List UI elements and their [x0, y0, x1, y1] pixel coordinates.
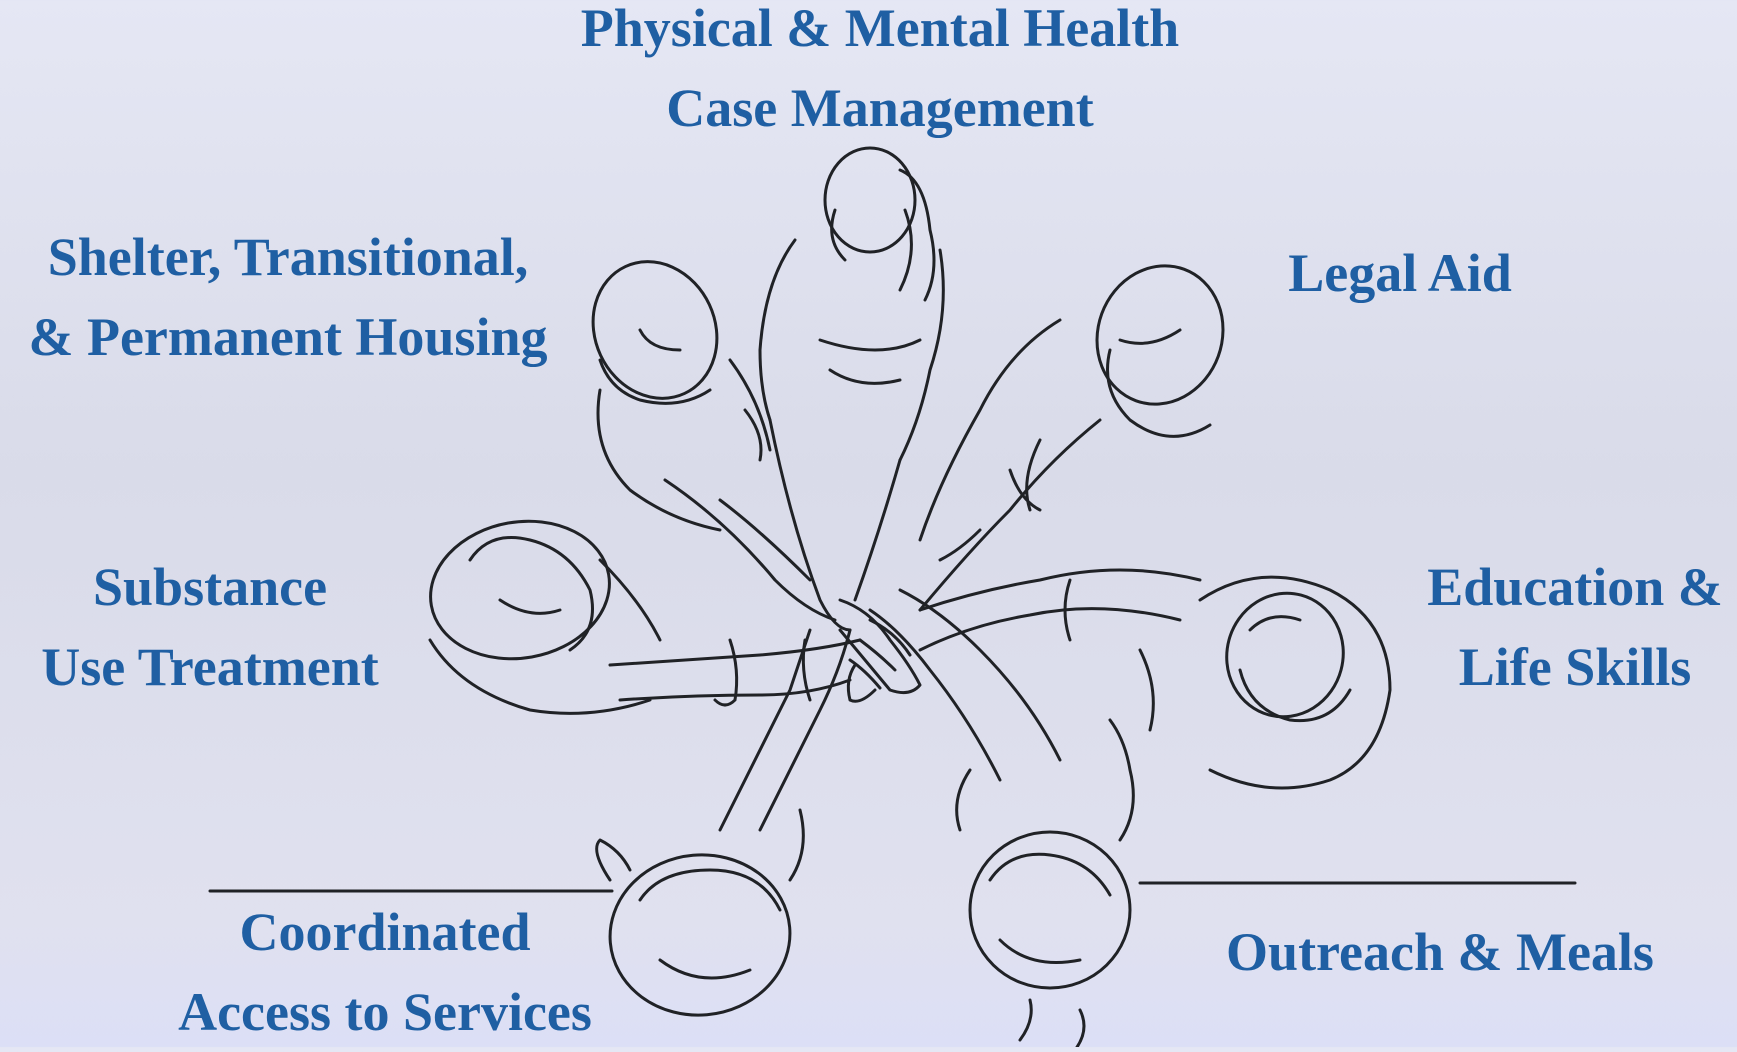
figure-bottom-left [597, 630, 850, 1023]
label-right-line-2: Life Skills [1410, 627, 1737, 707]
joined-hands [840, 600, 920, 701]
label-right-line-1: Education & [1410, 547, 1737, 627]
label-top-left-line-2: & Permanent Housing [8, 297, 568, 377]
label-top-right-line-1: Legal Aid [1230, 233, 1570, 313]
label-education-life-skills: Education & Life Skills [1410, 547, 1737, 707]
label-left-line-2: Use Treatment [10, 627, 410, 707]
figure-top-left [571, 241, 835, 620]
label-housing: Shelter, Transitional, & Permanent Housi… [8, 217, 568, 377]
label-bottom-right-line-1: Outreach & Meals [1200, 912, 1680, 992]
label-left-line-1: Substance [10, 547, 410, 627]
figure-right [920, 570, 1390, 788]
label-substance-use-treatment: Substance Use Treatment [10, 547, 410, 707]
label-coordinated-access: Coordinated Access to Services [150, 892, 620, 1052]
label-top-line-2: Case Management [560, 68, 1200, 148]
label-physical-mental-health: Physical & Mental Health Case Management [560, 0, 1200, 148]
label-outreach-meals: Outreach & Meals [1200, 912, 1680, 992]
label-top-left-line-1: Shelter, Transitional, [8, 217, 568, 297]
label-bottom-left-line-1: Coordinated [150, 892, 620, 972]
label-legal-aid: Legal Aid [1230, 233, 1570, 313]
figure-top-right [920, 248, 1242, 610]
figure-bottom-right [870, 590, 1133, 1047]
label-top-line-1: Physical & Mental Health [560, 0, 1200, 68]
label-bottom-left-line-2: Access to Services [150, 972, 620, 1052]
